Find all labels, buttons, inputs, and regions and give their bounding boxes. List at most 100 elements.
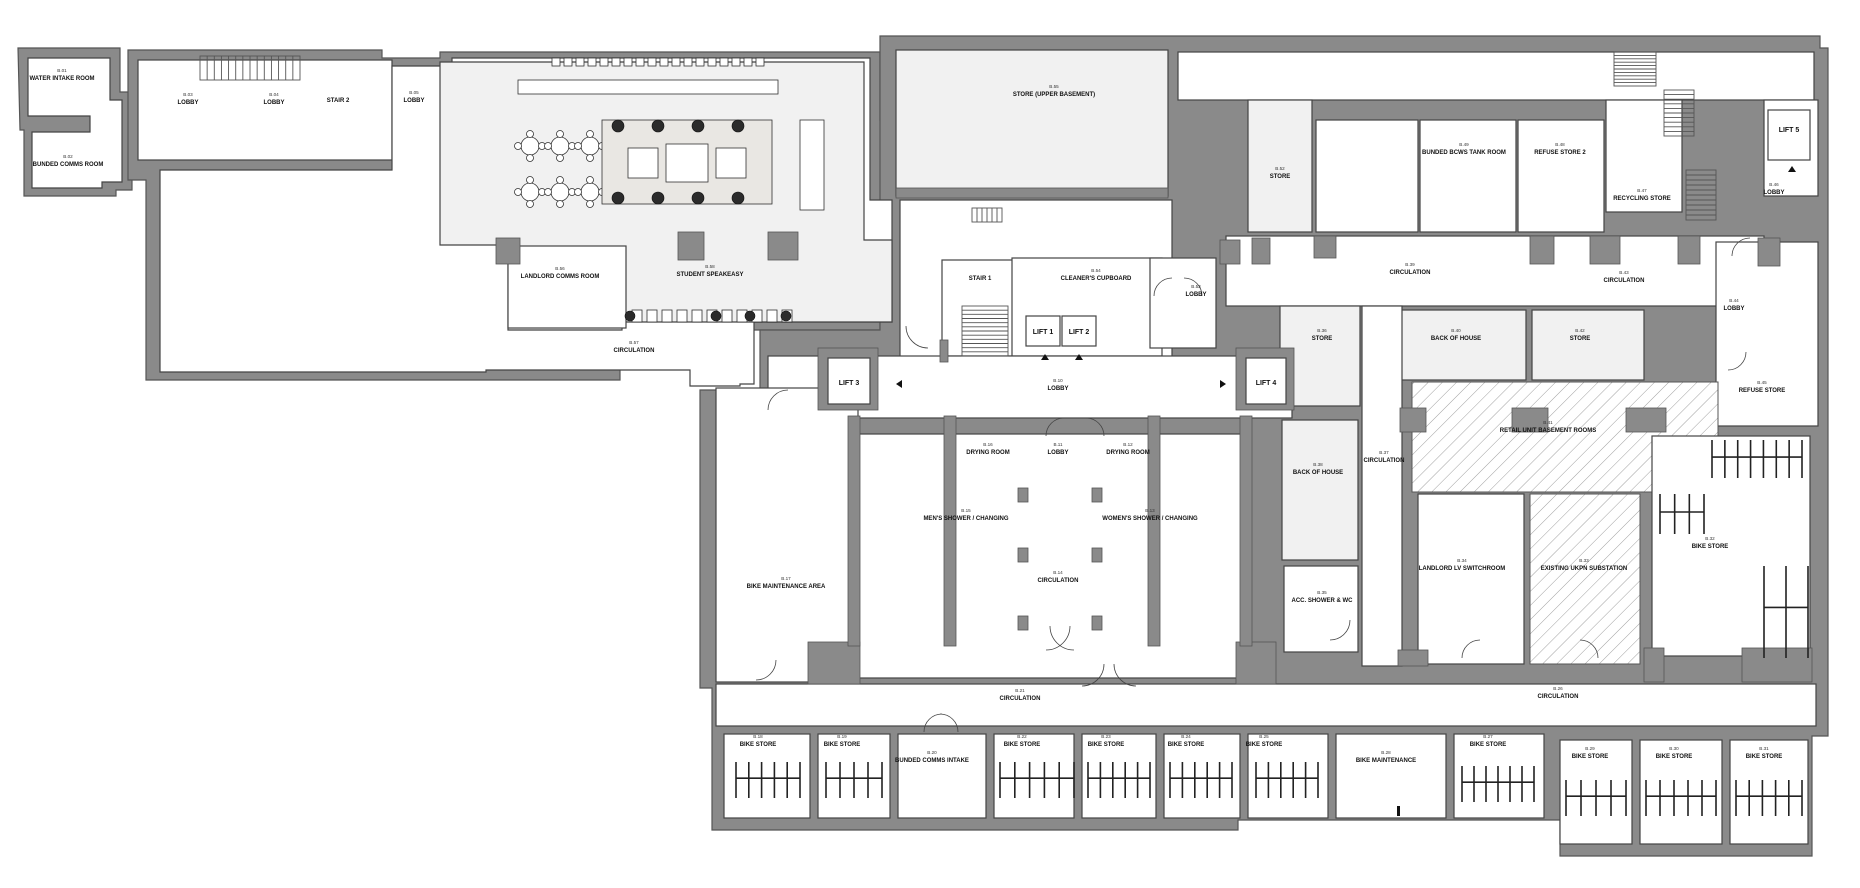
room-name-b21: CIRCULATION xyxy=(1000,696,1041,702)
cafe-table xyxy=(580,182,600,202)
bar-stool xyxy=(575,57,585,67)
room-number-b26: B.26 xyxy=(1553,686,1563,691)
room-number-b16: B.16 xyxy=(983,442,993,447)
banquette-seat xyxy=(661,309,673,323)
room-name-b28: BIKE MAINTENANCE xyxy=(1356,758,1416,764)
planter xyxy=(651,191,665,205)
room-name-b26: CIRCULATION xyxy=(1538,694,1579,700)
room-number-b34: B.34 xyxy=(1457,558,1467,563)
planter xyxy=(710,310,722,322)
room-name-b38: BACK OF HOUSE xyxy=(1293,470,1343,476)
cafe-chair xyxy=(556,200,564,208)
room-number-b48: B.48 xyxy=(1555,142,1565,147)
room-number-b57: B.57 xyxy=(629,340,639,345)
room-name-b53: LOBBY xyxy=(1186,292,1207,298)
banquette-seat xyxy=(676,309,688,323)
room-number-b13: B.13 xyxy=(1145,508,1155,513)
banquette-seat xyxy=(691,309,703,323)
room-name-b56: LANDLORD COMMS ROOM xyxy=(521,274,600,280)
room-number-b10: B.10 xyxy=(1053,378,1063,383)
room-number-b19: B.19 xyxy=(837,734,847,739)
room-name-b01: WATER INTAKE ROOM xyxy=(29,76,94,82)
room-number-b14: B.14 xyxy=(1053,570,1063,575)
bar-stool xyxy=(719,57,729,67)
lift-label-lift1: LIFT 1 xyxy=(1033,329,1054,336)
room-name-b45: REFUSE STORE xyxy=(1739,388,1786,394)
room-number-b56: B.56 xyxy=(555,266,565,271)
bar-stool xyxy=(695,57,705,67)
room-number-b58: B.58 xyxy=(705,264,715,269)
room-number-b20: B.20 xyxy=(927,750,937,755)
banquette-seat xyxy=(766,309,778,323)
room-name-b29: BIKE STORE xyxy=(1572,754,1609,760)
bar-stool xyxy=(707,57,717,67)
room-name-b48: REFUSE STORE 2 xyxy=(1534,150,1586,156)
room-number-b21: B.21 xyxy=(1015,688,1025,693)
room-number-b36: B.36 xyxy=(1317,328,1327,333)
room-name-b35: ACC. SHOWER & WC xyxy=(1292,598,1354,604)
bar-stool xyxy=(587,57,597,67)
room-name-b43: CIRCULATION xyxy=(1604,278,1645,284)
room-number-b27: B.27 xyxy=(1483,734,1493,739)
room-number-b29: B.29 xyxy=(1585,746,1595,751)
coffee-table xyxy=(715,147,747,179)
bar-stool xyxy=(563,57,573,67)
bar-stool xyxy=(599,57,609,67)
room-name-b36: STORE xyxy=(1312,336,1333,342)
room-name-b42: STORE xyxy=(1570,336,1591,342)
bar-stool xyxy=(635,57,645,67)
planter xyxy=(744,310,756,322)
room-name-b33: EXISTING UKPN SUBSTATION xyxy=(1541,566,1627,572)
planter xyxy=(611,119,625,133)
room-number-b52: B.52 xyxy=(1275,166,1285,171)
room-number-b28: B.28 xyxy=(1381,750,1391,755)
cafe-chair xyxy=(586,154,594,162)
room-name-b16: DRYING ROOM xyxy=(966,450,1009,456)
room-name-b24: BIKE STORE xyxy=(1168,742,1205,748)
cafe-chair xyxy=(544,142,552,150)
cafe-table xyxy=(520,136,540,156)
room-number-b43: B.43 xyxy=(1619,270,1629,275)
room-number-b25: B.25 xyxy=(1259,734,1269,739)
lift-label-lift4: LIFT 4 xyxy=(1256,380,1277,387)
bar-stool xyxy=(647,57,657,67)
stair-treads xyxy=(199,51,1717,357)
lift-label-lift5: LIFT 5 xyxy=(1779,127,1800,134)
room-number-b22: B.22 xyxy=(1017,734,1027,739)
room-name-b04: LOBBY xyxy=(264,100,285,106)
room-name-b02: BUNDED COMMS ROOM xyxy=(33,162,104,168)
room-number-b24: B.24 xyxy=(1181,734,1191,739)
room-name-b25: BIKE STORE xyxy=(1246,742,1283,748)
room-name-b40: BACK OF HOUSE xyxy=(1431,336,1481,342)
lift-label-lift2: LIFT 2 xyxy=(1069,329,1090,336)
room-name-b13: WOMEN'S SHOWER / CHANGING xyxy=(1102,516,1198,522)
cafe-chair xyxy=(574,188,582,196)
cafe-chair xyxy=(526,176,534,184)
room-number-b49: B.49 xyxy=(1459,142,1469,147)
cafe-table xyxy=(550,136,570,156)
bar-stool xyxy=(683,57,693,67)
room-number-b45: B.45 xyxy=(1757,380,1767,385)
room-name-b30: BIKE STORE xyxy=(1656,754,1693,760)
bar-stool xyxy=(611,57,621,67)
room-name-b17: BIKE MAINTENANCE AREA xyxy=(747,584,826,590)
room-number-b40: B.40 xyxy=(1451,328,1461,333)
room-name-b55: STORE (UPPER BASEMENT) xyxy=(1013,92,1095,98)
room-name-b44: LOBBY xyxy=(1724,306,1745,312)
room-name-b20: BUNDED COMMS INTAKE xyxy=(895,758,969,764)
room-name-b15: MEN'S SHOWER / CHANGING xyxy=(923,516,1008,522)
room-number-b03: B.03 xyxy=(183,92,193,97)
planter xyxy=(731,191,745,205)
cafe-chair xyxy=(514,142,522,150)
cafe-chair xyxy=(556,130,564,138)
bar-stool xyxy=(731,57,741,67)
cafe-chair xyxy=(526,130,534,138)
room-name-b37: CIRCULATION xyxy=(1364,458,1405,464)
planter xyxy=(691,119,705,133)
planter xyxy=(691,191,705,205)
planter xyxy=(651,119,665,133)
room-name-b58: STUDENT SPEAKEASY xyxy=(676,272,743,278)
room-number-b18: B.18 xyxy=(753,734,763,739)
bar-stool xyxy=(659,57,669,67)
